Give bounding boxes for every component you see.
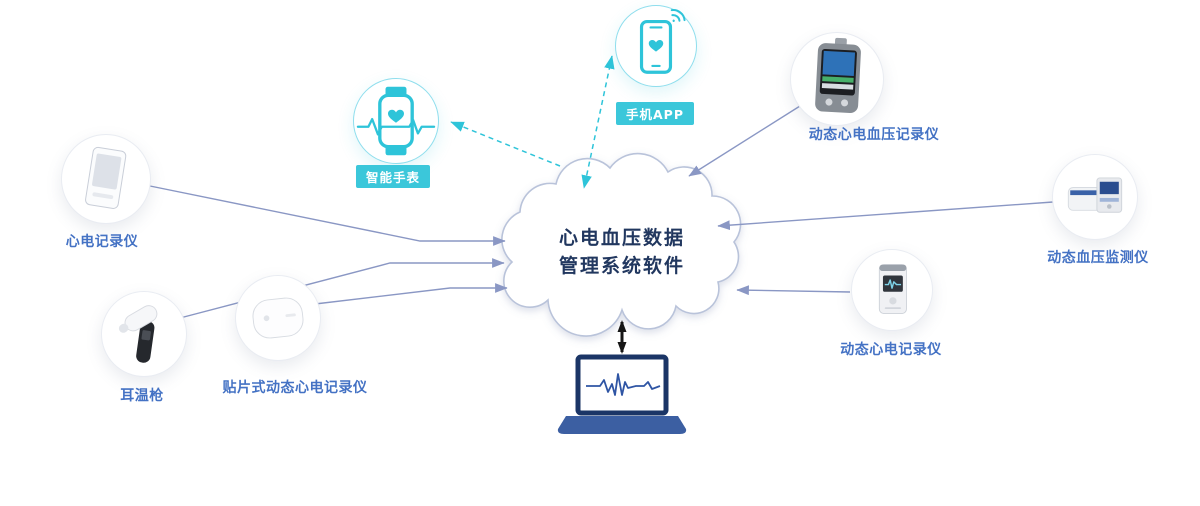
- patch-recorder-icon: [252, 297, 304, 339]
- connector-bp-monitor: [717, 201, 1054, 231]
- connector-smart-watch: [450, 121, 561, 167]
- connector-patch-recorder: [314, 283, 508, 305]
- node-bp-monitor: [1052, 154, 1138, 240]
- connector-ecg-recorder: [149, 185, 506, 246]
- abpm-recorder-icon: [815, 37, 861, 113]
- label-bp-monitor: 动态血压监测仪: [1047, 250, 1149, 266]
- label-ecg-recorder: 心电记录仪: [65, 234, 139, 250]
- ear-thermometer-icon: [118, 305, 158, 363]
- cloud-title: 心电血压数据 管理系统软件: [559, 224, 685, 280]
- node-patch-recorder: [235, 275, 321, 361]
- bp-monitor-icon: [1067, 177, 1123, 213]
- holter-recorder-icon: [878, 264, 907, 314]
- node-ear-thermometer: [101, 291, 187, 377]
- label-patch-recorder: 贴片式动态心电记录仪: [222, 380, 368, 396]
- node-phone-app: [615, 5, 697, 87]
- cloud-shape: [501, 152, 742, 337]
- node-abpm-recorder: [790, 32, 884, 126]
- smartphone-icon: [639, 9, 686, 74]
- connector-phone-app: [581, 55, 615, 189]
- label-holter-recorder: 动态心电记录仪: [840, 342, 942, 358]
- label-abpm-recorder: 动态心电血压记录仪: [808, 127, 940, 143]
- label-smart-watch: 智能手表: [355, 165, 431, 188]
- connector-holter-recorder: [736, 285, 851, 296]
- label-ear-thermometer: 耳温枪: [120, 388, 164, 404]
- connector-abpm-recorder: [688, 105, 801, 177]
- connector-ear-thermometer: [179, 258, 505, 319]
- management-computer-icon: [557, 354, 687, 434]
- cloud-title-line1: 心电血压数据: [558, 227, 686, 249]
- label-phone-app: 手机APP: [616, 102, 694, 125]
- node-holter-recorder: [851, 249, 933, 331]
- cloud-title-line2: 管理系统软件: [558, 255, 686, 277]
- ecg-recorder-icon: [85, 146, 127, 209]
- node-ecg-recorder: [61, 134, 151, 224]
- smartwatch-icon: [356, 86, 436, 156]
- node-smart-watch: [353, 78, 439, 164]
